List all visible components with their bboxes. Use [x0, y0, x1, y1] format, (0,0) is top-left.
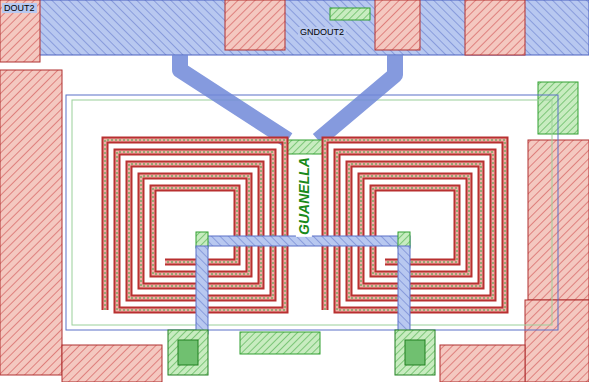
feed-line [318, 55, 395, 140]
pad-via [178, 340, 198, 365]
metal-block [0, 70, 62, 375]
metal-block [440, 345, 525, 382]
metal-block [225, 0, 285, 50]
inductor-spiral [105, 140, 285, 310]
inductor-spiral [105, 140, 285, 310]
metal-block [465, 0, 525, 55]
pin-name: GNDOUT2 [298, 27, 346, 37]
tap-line [398, 246, 410, 334]
pad-via [405, 340, 425, 365]
via-row [330, 8, 370, 20]
tap-line [196, 246, 208, 334]
metal-bus [0, 0, 589, 55]
feed-line [180, 55, 288, 140]
metal-block [62, 345, 162, 382]
pad-via [168, 330, 208, 375]
layout-title: GUANELLA [296, 155, 312, 237]
guard-ring [66, 95, 558, 330]
pin-name: DOUT2 [2, 3, 37, 13]
inductor-spiral [325, 140, 505, 310]
inductor-spiral [105, 140, 285, 310]
metal-block [375, 0, 420, 50]
metal-block [0, 0, 40, 62]
inductor-spiral [325, 140, 505, 310]
via-row [240, 332, 320, 354]
pad-via [395, 330, 435, 375]
metal-block [525, 300, 589, 382]
inductor-spiral [325, 140, 505, 310]
crossover [285, 140, 325, 154]
underpass [198, 236, 410, 246]
guard-ring [72, 100, 552, 325]
